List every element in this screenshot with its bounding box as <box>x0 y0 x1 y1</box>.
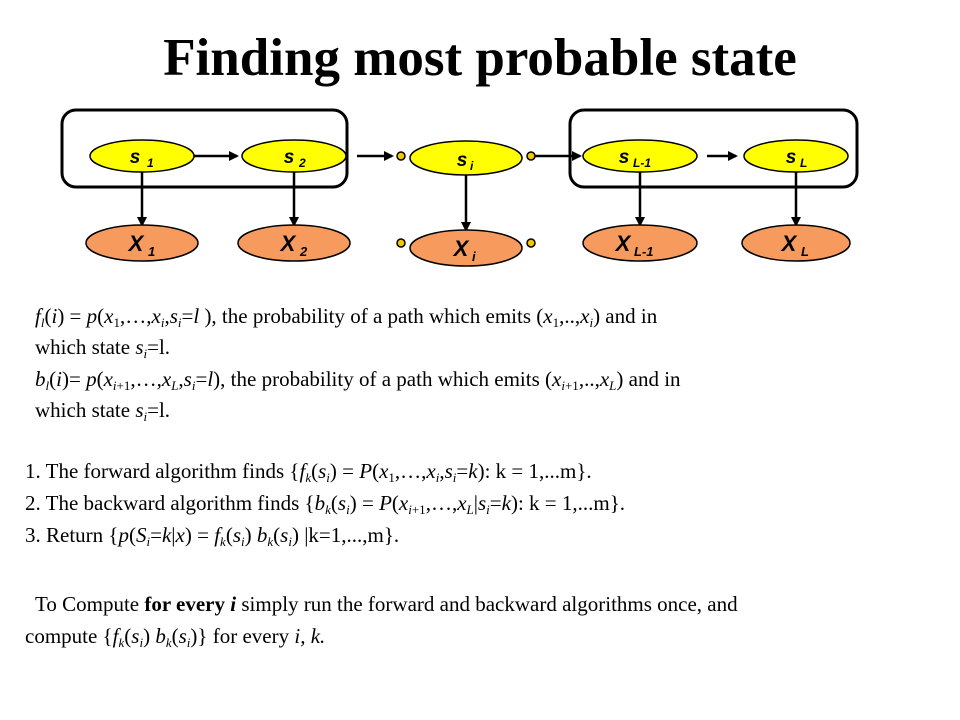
svg-text:X: X <box>127 231 145 256</box>
footer-line2: compute {fk(si) bk(si)} for every i, k. <box>25 624 326 650</box>
state-node-sL-1: s L-1 <box>582 139 698 173</box>
footer-text-b: simply run the forward and backward algo… <box>236 592 738 616</box>
definition-b-line2: which state si=l. <box>35 398 171 424</box>
page-title: Finding most probable state <box>163 29 797 87</box>
definition-f-line2: which state si=l. <box>35 335 171 361</box>
footer-line2-a: compute { <box>25 624 113 648</box>
connector-dot <box>396 151 406 161</box>
definition-f-line1: fl(i) = p(x1,…,xi,si=l ), the probabilit… <box>35 304 658 330</box>
svg-text:X: X <box>452 236 470 261</box>
connector-dot <box>396 238 406 248</box>
svg-text:2: 2 <box>298 156 306 170</box>
connector-dot <box>526 238 536 248</box>
svg-text:2: 2 <box>299 244 308 259</box>
svg-text:X: X <box>614 231 632 256</box>
definition-line2-text: which state <box>35 335 136 359</box>
footer-text-a: To Compute <box>35 592 145 616</box>
connector-dot <box>526 151 536 161</box>
emission-node-xi: X i <box>409 229 523 267</box>
svg-text:s: s <box>284 147 295 168</box>
step-3: 3. Return {p(Si=k|x) = fk(si) bk(si) |k=… <box>25 523 400 549</box>
step-3-prefix: 3. Return { <box>25 523 119 547</box>
hmm-diagram: s 1 s 2 s i s L-1 s L X 1 X 2 X i X L-1 <box>60 108 859 267</box>
svg-text:s: s <box>619 147 630 168</box>
footer-line1: To Compute for every i simply run the fo… <box>35 592 738 616</box>
svg-text:s: s <box>786 147 797 168</box>
emission-node-x1: X 1 <box>85 224 199 262</box>
footer-line2-c: i, k. <box>294 624 326 648</box>
group-box-right <box>568 108 859 189</box>
svg-text:X: X <box>279 231 297 256</box>
emission-node-xL-1: X L-1 <box>582 224 698 262</box>
svg-text:L: L <box>801 244 809 259</box>
footer-bold: for every <box>144 592 231 616</box>
definition-f-text: ), the probability of a path which emits… <box>204 304 544 328</box>
definition-f-end: ) and in <box>593 304 658 328</box>
step-3-suffix: |k=1,...,m}. <box>298 523 400 547</box>
footer-line2-b: } for every <box>197 624 295 648</box>
footer-bold-i: i <box>230 592 237 616</box>
svg-text:1: 1 <box>147 156 154 170</box>
svg-text:s: s <box>130 147 141 168</box>
definition-b-line1: bl(i)= p(xi+1,…,xL,si=l), the probabilit… <box>35 367 681 393</box>
step-2-suffix: : k = 1,...m}. <box>517 491 626 515</box>
state-node-s2: s 2 <box>241 139 347 173</box>
step-1-suffix: : k = 1,...m}. <box>484 459 592 483</box>
svg-text:1: 1 <box>148 244 155 259</box>
definition-b-text: ), the probability of a path which emits… <box>213 367 553 391</box>
state-node-s1: s 1 <box>89 139 195 173</box>
state-node-sL: s L <box>743 139 849 173</box>
definition-line4-text: which state <box>35 398 136 422</box>
svg-text:s: s <box>457 150 468 171</box>
definition-line2-end: =l. <box>147 335 171 359</box>
definition-b-end: ) and in <box>616 367 681 391</box>
emission-node-xL: X L <box>741 224 851 262</box>
group-box-left <box>60 108 349 189</box>
svg-text:L: L <box>800 156 807 170</box>
step-2-prefix: 2. The backward algorithm finds { <box>25 491 315 515</box>
step-1: 1. The forward algorithm finds {fk(si) =… <box>25 459 592 485</box>
step-2: 2. The backward algorithm finds {bk(si) … <box>25 491 626 517</box>
svg-text:X: X <box>780 231 798 256</box>
svg-text:L-1: L-1 <box>633 156 651 170</box>
state-node-si: s i <box>409 140 523 176</box>
svg-text:i: i <box>472 249 476 264</box>
step-1-prefix: 1. The forward algorithm finds { <box>25 459 300 483</box>
definition-line4-end: =l. <box>147 398 171 422</box>
svg-text:i: i <box>470 159 474 173</box>
svg-text:L-1: L-1 <box>634 244 654 259</box>
emission-node-x2: X 2 <box>237 224 351 262</box>
